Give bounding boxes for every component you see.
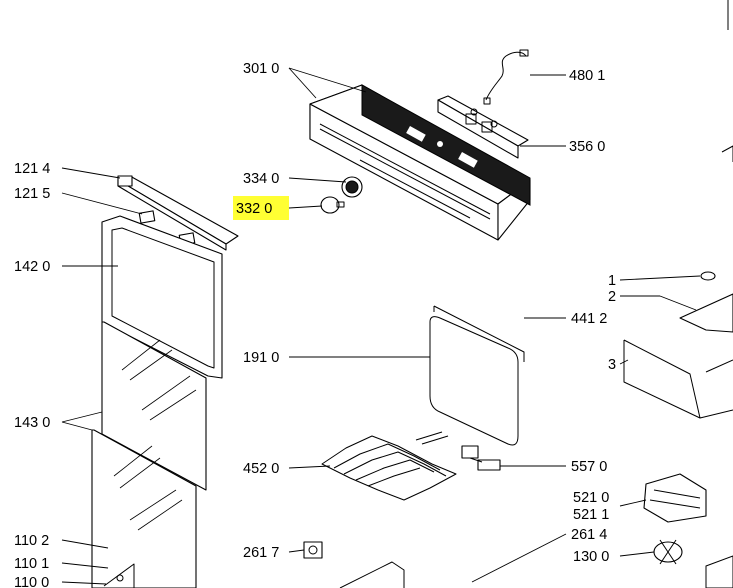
callout-191: 191 0 — [243, 350, 279, 366]
panel-back-dark — [361, 84, 531, 206]
callout-2614: 261 4 — [571, 527, 607, 543]
callout-1214: 121 4 — [14, 161, 50, 177]
callout-142: 142 0 — [14, 259, 50, 275]
callout-1: 1 — [608, 273, 616, 289]
right-edge-parts — [339, 0, 733, 588]
callout-1100: 110 0 — [14, 575, 49, 588]
callout-5210: 521 0 — [573, 490, 609, 506]
callout-452: 452 0 — [243, 461, 279, 477]
knob-ring — [341, 176, 363, 198]
callout-1102: 110 2 — [14, 533, 49, 549]
callout-480: 480 1 — [569, 68, 605, 84]
callout-143: 143 0 — [14, 415, 50, 431]
side-rail — [433, 305, 525, 362]
callout-356: 356 0 — [569, 139, 605, 155]
knob — [320, 196, 345, 214]
door-top-profile — [117, 175, 239, 251]
door-bottom — [103, 563, 135, 588]
leader-lines — [61, 67, 701, 585]
callout-557: 557 0 — [571, 459, 607, 475]
fan-motor — [653, 539, 683, 565]
callout-3: 3 — [608, 357, 616, 373]
callout-1300: 130 0 — [573, 549, 609, 565]
electronic-module — [437, 95, 529, 159]
callout-2617: 261 7 — [243, 545, 279, 561]
callout-labels: 301 0 480 1 356 0 334 0 332 0 121 4 121 … — [14, 61, 616, 588]
callout-332: 332 0 — [236, 201, 272, 217]
callout-1101: 110 1 — [14, 556, 49, 572]
door-seal — [429, 316, 519, 446]
callout-301: 301 0 — [243, 61, 279, 77]
callout-2: 2 — [608, 289, 616, 305]
highlight-332 — [233, 196, 289, 220]
terminal-block — [643, 473, 707, 523]
callout-1215: 121 5 — [14, 186, 50, 202]
grill-element — [321, 431, 457, 501]
door-glass-panes — [91, 321, 207, 588]
callout-334: 334 0 — [243, 171, 279, 187]
thermostat — [461, 445, 501, 471]
callout-5211: 521 1 — [573, 507, 609, 523]
callout-441: 441 2 — [571, 311, 607, 327]
wiring-harness — [483, 49, 529, 105]
lamp-holder — [303, 541, 323, 559]
